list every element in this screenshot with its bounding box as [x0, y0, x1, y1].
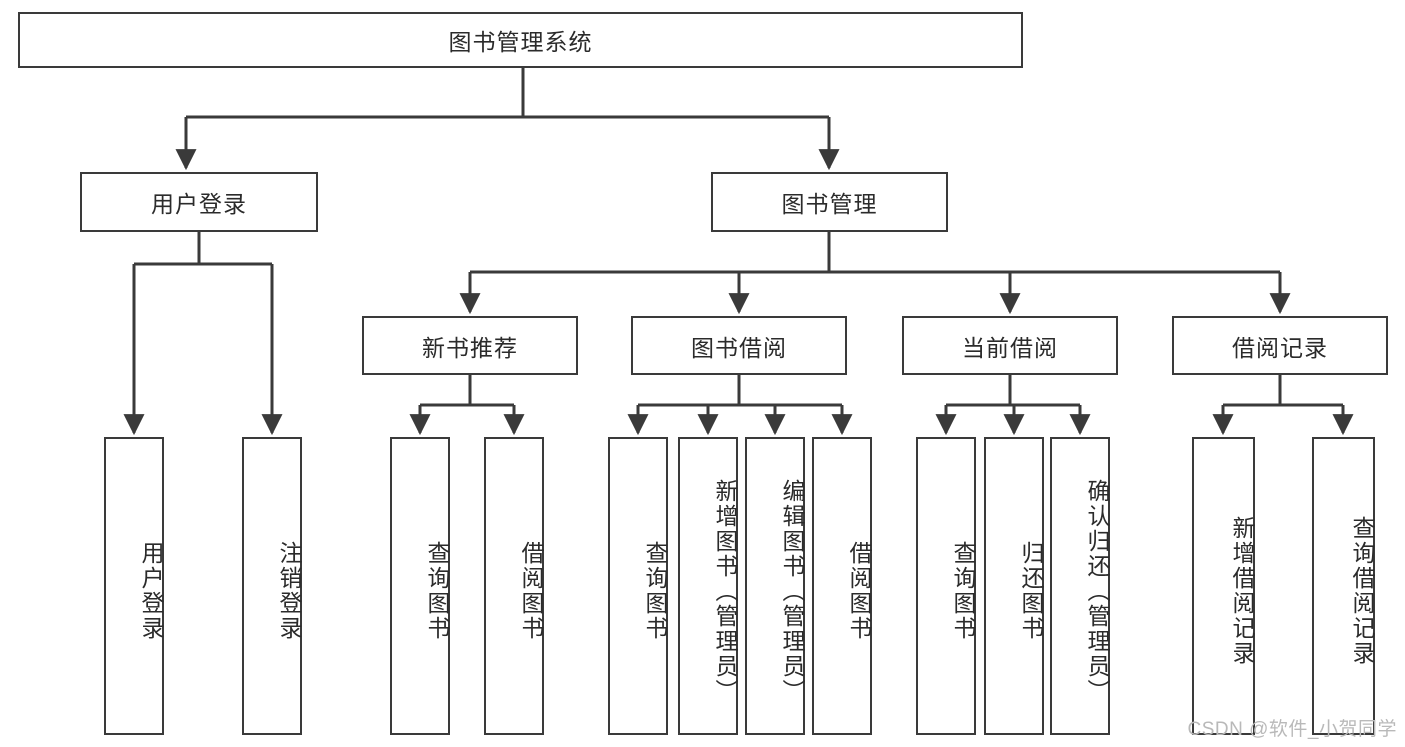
- leaf-add-book-label: 新增图书（管理员）: [712, 478, 738, 704]
- node-new-book-recommend-label: 新书推荐: [422, 334, 518, 361]
- node-book-borrow-label: 图书借阅: [691, 334, 787, 361]
- leaf-edit-book[interactable]: 编辑图书（管理员）: [745, 437, 805, 735]
- leaf-query-book-3[interactable]: 查询图书: [916, 437, 976, 735]
- node-root[interactable]: 图书管理系统: [18, 12, 1023, 68]
- node-root-label: 图书管理系统: [448, 29, 593, 55]
- leaf-query-record[interactable]: 查询借阅记录: [1312, 437, 1375, 735]
- leaf-logout[interactable]: 注销登录: [242, 437, 302, 735]
- leaf-user-login[interactable]: 用户登录: [104, 437, 164, 735]
- node-current-borrow[interactable]: 当前借阅: [902, 316, 1118, 375]
- leaf-query-book-1[interactable]: 查询图书: [390, 437, 450, 735]
- node-user-login[interactable]: 用户登录: [80, 172, 318, 232]
- leaf-logout-label: 注销登录: [276, 541, 302, 641]
- leaf-borrow-book-2[interactable]: 借阅图书: [812, 437, 872, 735]
- leaf-return-book[interactable]: 归还图书: [984, 437, 1044, 735]
- leaf-query-book-3-label: 查询图书: [950, 541, 976, 641]
- leaf-return-book-label: 归还图书: [1018, 541, 1044, 641]
- node-current-borrow-label: 当前借阅: [962, 334, 1058, 361]
- leaf-add-record-label: 新增借阅记录: [1229, 516, 1255, 666]
- leaf-query-book-1-label: 查询图书: [424, 541, 450, 641]
- leaf-add-record[interactable]: 新增借阅记录: [1192, 437, 1255, 735]
- watermark: CSDN @软件_小贺同学: [1187, 719, 1397, 740]
- node-book-manage-label: 图书管理: [781, 191, 878, 217]
- leaf-query-book-2[interactable]: 查询图书: [608, 437, 668, 735]
- leaf-query-record-label: 查询借阅记录: [1349, 516, 1375, 666]
- leaf-borrow-book-2-label: 借阅图书: [846, 541, 872, 641]
- node-user-login-label: 用户登录: [151, 191, 247, 217]
- leaf-confirm-return[interactable]: 确认归还（管理员）: [1050, 437, 1110, 735]
- leaf-user-login-label: 用户登录: [138, 541, 164, 641]
- leaf-borrow-book-1[interactable]: 借阅图书: [484, 437, 544, 735]
- leaf-borrow-book-1-label: 借阅图书: [518, 541, 544, 641]
- node-book-borrow[interactable]: 图书借阅: [631, 316, 847, 375]
- node-borrow-record[interactable]: 借阅记录: [1172, 316, 1388, 375]
- node-new-book-recommend[interactable]: 新书推荐: [362, 316, 578, 375]
- leaf-confirm-return-label: 确认归还（管理员）: [1084, 478, 1110, 704]
- leaf-edit-book-label: 编辑图书（管理员）: [779, 478, 805, 704]
- leaf-add-book[interactable]: 新增图书（管理员）: [678, 437, 738, 735]
- leaf-query-book-2-label: 查询图书: [642, 541, 668, 641]
- node-borrow-record-label: 借阅记录: [1232, 334, 1328, 361]
- node-book-manage[interactable]: 图书管理: [711, 172, 948, 232]
